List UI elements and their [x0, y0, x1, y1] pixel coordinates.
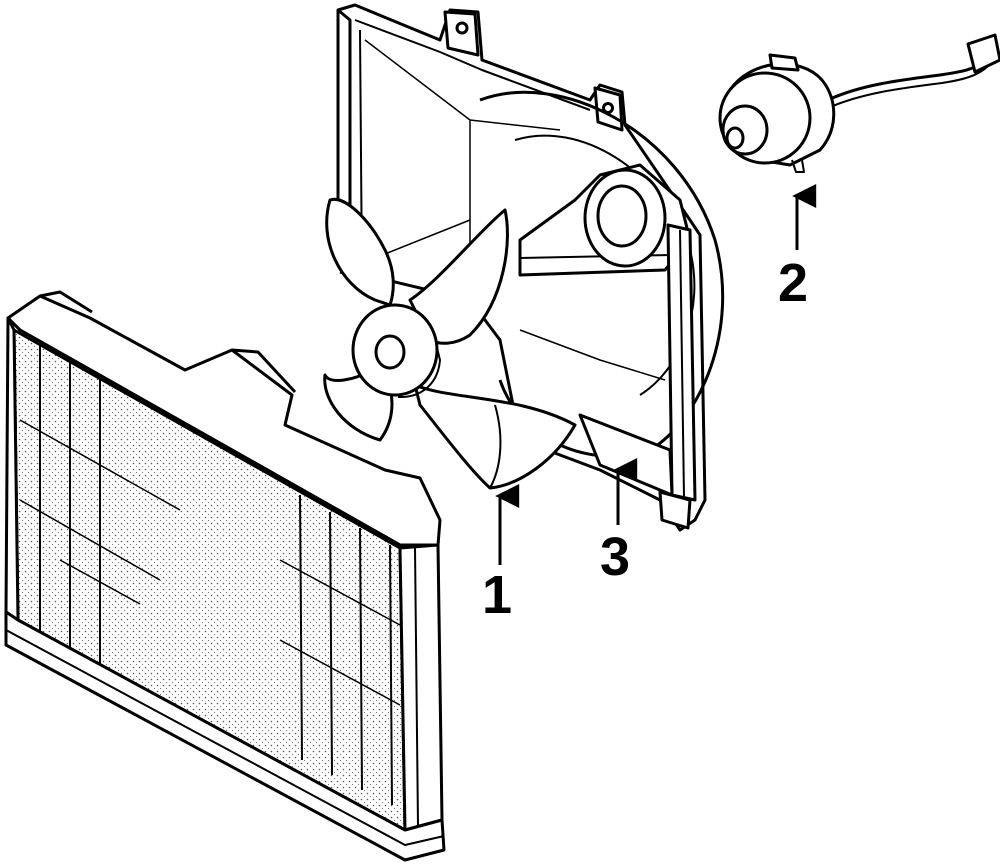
callout-number-2: 2	[778, 253, 809, 313]
radiator-icon	[4, 290, 446, 862]
fan-motor-icon	[718, 33, 1000, 173]
callout-number-3: 3	[600, 527, 631, 587]
fan-shroud-icon	[336, 3, 725, 532]
callout-number-1: 1	[482, 565, 513, 625]
leader-arrows	[495, 184, 817, 565]
fan-blade-icon	[323, 197, 577, 490]
